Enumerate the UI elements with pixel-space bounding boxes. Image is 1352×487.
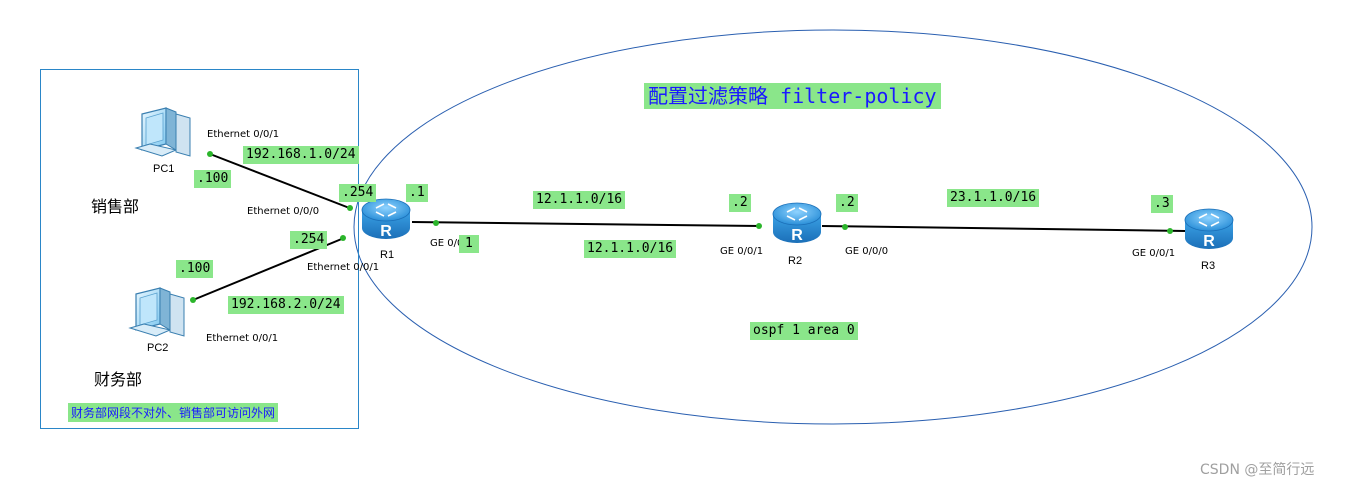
link23-tag: 23.1.1.0/16 <box>947 189 1040 207</box>
link-pc1-r1 <box>209 153 353 210</box>
link12-bottom-tag: 12.1.1.0/16 <box>584 240 677 258</box>
port-dot <box>433 220 439 226</box>
r1-ge-interface-label: GE 0/0/0 <box>430 238 474 249</box>
r2-right-tag: .2 <box>836 194 858 212</box>
port-dot <box>1167 228 1173 234</box>
r2-left-tag: .2 <box>729 194 751 212</box>
link-r1-r2 <box>411 221 761 227</box>
pc2-interface-label: Ethernet 0/0/1 <box>206 333 279 344</box>
r1-ge-dot-tag: 1 <box>459 235 479 253</box>
pc-icon[interactable] <box>128 287 185 337</box>
port-dot <box>207 151 213 157</box>
sales-dept-label: 销售部 <box>91 197 140 216</box>
link12-top-tag: 12.1.1.0/16 <box>533 191 626 209</box>
ospf-area-ellipse <box>353 29 1313 425</box>
diagram-title: 配置过滤策略 filter-policy <box>644 83 941 109</box>
port-dots <box>190 151 1173 303</box>
r2-ge0-interface-label: GE 0/0/0 <box>845 246 889 257</box>
r2-label: R2 <box>788 255 803 267</box>
router-icon[interactable]: R <box>361 198 411 240</box>
pc2-label: PC2 <box>147 342 169 354</box>
r1-label: R1 <box>380 249 395 261</box>
ospf-area-label: ospf 1 area 0 <box>750 322 858 340</box>
pc1-label: PC1 <box>153 163 175 175</box>
port-dot <box>190 297 196 303</box>
r2-ge1-interface-label: GE 0/0/1 <box>720 246 764 257</box>
pc1-interface-label: Ethernet 0/0/1 <box>207 129 280 140</box>
port-dot <box>756 223 762 229</box>
r3-ge-interface-label: GE 0/0/1 <box>1132 248 1176 259</box>
port-dot <box>340 235 346 241</box>
router-glyph: R <box>791 227 803 244</box>
router-glyph: R <box>1203 233 1215 250</box>
r3-tag: .3 <box>1151 195 1173 213</box>
r1-g1-tag: .254 <box>290 231 328 249</box>
finance-dept-label: 财务部 <box>94 370 143 389</box>
r1-eth0-interface-label: Ethernet 0/0/0 <box>247 206 320 217</box>
r1-g0-tag: .254 <box>339 184 377 202</box>
r3-label: R3 <box>1201 260 1216 272</box>
router-glyph: R <box>380 223 392 240</box>
net1-tag: 192.168.1.0/24 <box>243 146 359 164</box>
router-icon[interactable]: R <box>1184 208 1234 250</box>
watermark: CSDN @至简行远 <box>1200 462 1315 478</box>
r1-eth1-interface-label: Ethernet 0/0/1 <box>307 262 380 273</box>
pc-icon[interactable] <box>134 107 191 157</box>
router-icon[interactable]: R <box>772 202 822 244</box>
pc1-host-tag: .100 <box>194 170 232 188</box>
port-dot <box>842 224 848 230</box>
pc2-host-tag: .100 <box>176 260 214 278</box>
r1-ge-tag: .1 <box>406 184 428 202</box>
net2-tag: 192.168.2.0/24 <box>228 296 344 314</box>
policy-note: 财务部网段不对外、销售部可访问外网 <box>68 403 279 422</box>
port-dot <box>347 205 353 211</box>
department-box <box>40 69 359 429</box>
link-r2-r3 <box>821 225 1186 232</box>
